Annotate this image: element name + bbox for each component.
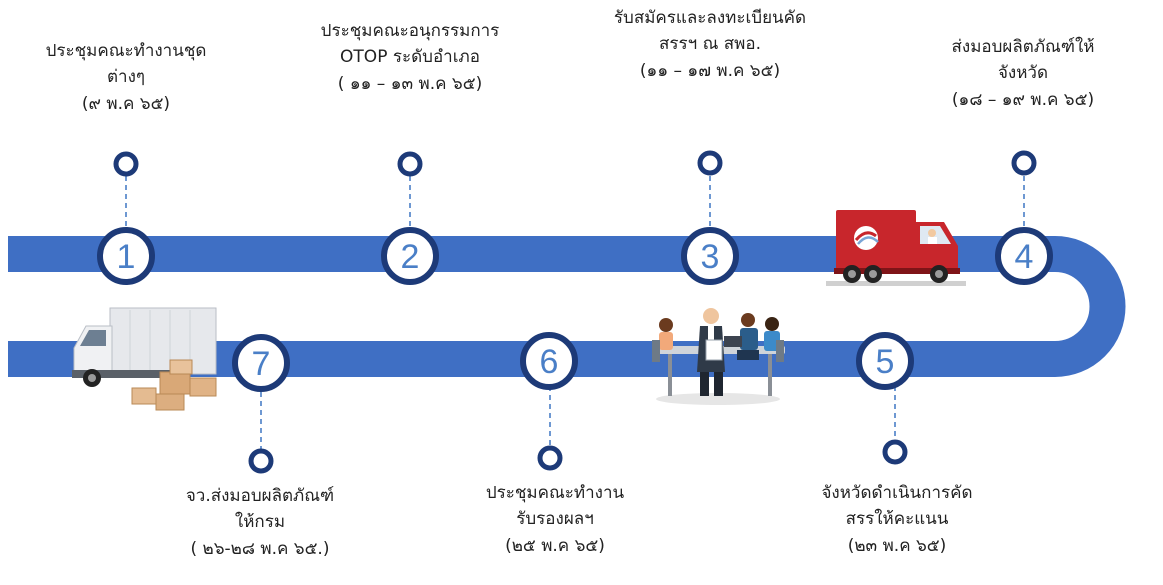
- step-6-title-line1: ประชุมคณะทำงาน: [485, 483, 625, 503]
- step-number-4: 4: [1015, 238, 1034, 276]
- step-7-title-line2: ให้กรม: [234, 512, 286, 533]
- marker-circles: [113, 150, 1037, 474]
- marker-2: [397, 151, 423, 177]
- step-label-2: ประชุมคณะอนุกรรมการ OTOP ระดับอำเภอ ( ๑๑…: [300, 18, 520, 97]
- marker-6: [537, 445, 563, 471]
- step-node-4: 4: [995, 227, 1053, 285]
- step-1-title-line1: ประชุมคณะทำงานชุด: [45, 41, 207, 61]
- marker-1: [113, 151, 139, 177]
- step-4-title-line2: จังหวัด: [997, 63, 1049, 84]
- marker-3: [697, 150, 723, 176]
- marker-5: [882, 439, 908, 465]
- step-3-date: (๑๑ – ๑๗ พ.ค ๖๕): [639, 60, 781, 81]
- step-node-7: 7: [232, 334, 290, 392]
- step-node-6: 6: [520, 332, 578, 390]
- step-label-5: จังหวัดดำเนินการคัด สรรให้คะแนน (๒๓ พ.ค …: [782, 480, 1012, 559]
- step-number-5: 5: [876, 343, 895, 381]
- step-6-title-line2: รับรองผลฯ: [516, 509, 594, 530]
- step-number-1: 1: [117, 238, 136, 276]
- step-label-3: รับสมัครและลงทะเบียนคัด สรรฯ ณ สพอ. (๑๑ …: [590, 5, 830, 84]
- step-5-title-line2: สรรให้คะแนน: [845, 509, 949, 530]
- step-2-date: ( ๑๑ – ๑๓ พ.ค ๖๕): [337, 73, 483, 94]
- step-number-6: 6: [540, 343, 559, 381]
- step-node-5: 5: [856, 332, 914, 390]
- step-5-title-line1: จังหวัดดำเนินการคัด: [821, 483, 973, 503]
- step-1-title-line2: ต่างๆ: [106, 67, 146, 88]
- step-7-date: ( ๒๖-๒๘ พ.ค ๖๕.): [190, 538, 330, 559]
- step-5-date: (๒๓ พ.ค ๖๕): [847, 535, 947, 556]
- step-node-2: 2: [381, 227, 439, 285]
- white-cargo-truck-icon: [72, 307, 217, 411]
- step-number-2: 2: [401, 238, 420, 276]
- step-3-title-line1: รับสมัครและลงทะเบียนคัด: [613, 8, 807, 28]
- step-node-1: 1: [97, 227, 155, 285]
- red-delivery-truck-icon: [826, 210, 966, 286]
- step-1-date: (๙ พ.ค ๖๕): [81, 93, 171, 114]
- step-number-3: 3: [701, 238, 720, 276]
- step-4-date: (๑๘ – ๑๙ พ.ค ๖๕): [951, 89, 1095, 110]
- step-label-7: จว.ส่งมอบผลิตภัณฑ์ ให้กรม ( ๒๖-๒๘ พ.ค ๖๕…: [150, 483, 370, 562]
- step-label-1: ประชุมคณะทำงานชุด ต่างๆ (๙ พ.ค ๖๕): [26, 38, 226, 117]
- step-4-title-line1: ส่งมอบผลิตภัณฑ์ให้: [951, 37, 1095, 57]
- connector-lines: [125, 176, 1025, 450]
- step-3-title-line2: สรรฯ ณ สพอ.: [659, 34, 761, 55]
- step-label-6: ประชุมคณะทำงาน รับรองผลฯ (๒๕ พ.ค ๖๕): [455, 480, 655, 559]
- step-7-title-line1: จว.ส่งมอบผลิตภัณฑ์: [185, 486, 335, 506]
- step-node-3: 3: [681, 227, 739, 285]
- step-label-4: ส่งมอบผลิตภัณฑ์ให้ จังหวัด (๑๘ – ๑๙ พ.ค …: [918, 34, 1128, 113]
- step-number-7: 7: [252, 345, 271, 383]
- step-2-title-line2: OTOP ระดับอำเภอ: [340, 47, 480, 68]
- marker-4: [1011, 150, 1037, 176]
- step-6-date: (๒๕ พ.ค ๖๕): [505, 535, 605, 556]
- step-2-title-line1: ประชุมคณะอนุกรรมการ: [320, 21, 500, 41]
- meeting-people-icon: [652, 308, 785, 405]
- marker-7: [248, 448, 274, 474]
